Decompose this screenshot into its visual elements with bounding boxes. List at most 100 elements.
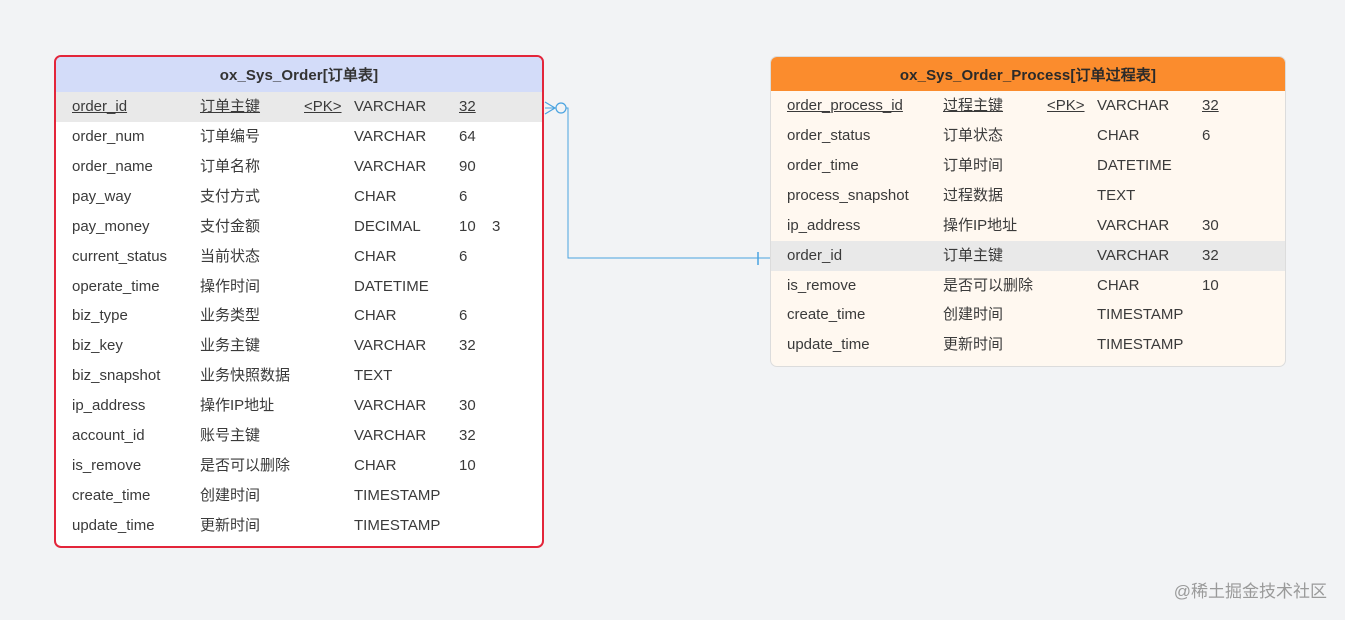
column-type: TIMESTAMP	[1097, 306, 1184, 324]
column-name: ip_address	[72, 397, 146, 415]
column-comment: 支付金额	[200, 217, 261, 235]
column-comment: 操作IP地址	[943, 216, 1018, 234]
column-name: order_id	[787, 246, 843, 264]
column-length: 6	[459, 187, 468, 205]
column-length: 64	[459, 127, 476, 145]
column-length: 10	[1202, 276, 1219, 294]
column-comment: 过程主键	[943, 97, 1004, 114]
column-name: operate_time	[72, 277, 160, 295]
entity-title[interactable]: ox_Sys_Order_Process[订单过程表]	[771, 57, 1285, 91]
entity-title[interactable]: ox_Sys_Order[订单表]	[56, 57, 542, 92]
column-length: 32	[1202, 246, 1219, 264]
column-type: TEXT	[354, 367, 393, 385]
column-name: biz_key	[72, 337, 123, 355]
column-type: VARCHAR	[354, 337, 427, 355]
column-row[interactable]: ip_address 操作IP地址 VARCHAR 30	[56, 391, 542, 421]
column-comment: 是否可以删除	[200, 457, 291, 475]
column-type: DATETIME	[354, 277, 429, 295]
column-row[interactable]: biz_snapshot 业务快照数据 TEXT	[56, 361, 542, 391]
column-type: TIMESTAMP	[354, 516, 441, 534]
column-row[interactable]: update_time 更新时间 TIMESTAMP	[771, 330, 1285, 360]
entity-ox-sys-order-process[interactable]: ox_Sys_Order_Process[订单过程表] order_proces…	[770, 56, 1286, 367]
column-name: order_id	[72, 98, 128, 115]
column-length: 30	[459, 397, 476, 415]
column-comment: 账号主键	[200, 427, 261, 445]
column-name: pay_way	[72, 187, 132, 205]
column-comment: 订单编号	[200, 127, 261, 145]
column-comment: 创建时间	[200, 486, 261, 504]
column-row[interactable]: process_snapshot 过程数据 TEXT	[771, 181, 1285, 211]
column-name: order_process_id	[787, 97, 903, 114]
column-name: account_id	[72, 427, 145, 445]
column-type: DECIMAL	[354, 217, 421, 235]
column-name: order_num	[72, 127, 145, 145]
column-type: CHAR	[354, 307, 397, 325]
column-comment: 更新时间	[943, 336, 1004, 354]
column-type: VARCHAR	[354, 427, 427, 445]
column-type: TIMESTAMP	[354, 486, 441, 504]
column-key: <PK>	[304, 98, 342, 115]
column-comment: 订单主键	[200, 98, 261, 115]
column-type: TIMESTAMP	[1097, 336, 1184, 354]
column-type: VARCHAR	[354, 98, 427, 115]
entity-ox-sys-order[interactable]: ox_Sys_Order[订单表] order_id 订单主键 <PK> VARCHA…	[54, 55, 544, 548]
column-length: 6	[1202, 126, 1211, 144]
column-comment: 支付方式	[200, 187, 261, 205]
column-comment: 过程数据	[943, 186, 1004, 204]
column-name: current_status	[72, 247, 168, 265]
column-type: VARCHAR	[1097, 216, 1170, 234]
column-comment: 业务快照数据	[200, 367, 291, 385]
column-comment: 操作时间	[200, 277, 261, 295]
column-type: VARCHAR	[1097, 97, 1170, 114]
column-type: DATETIME	[1097, 156, 1172, 174]
column-name: update_time	[72, 516, 155, 534]
column-comment: 更新时间	[200, 516, 261, 534]
column-comment: 操作IP地址	[200, 397, 275, 415]
column-name: update_time	[787, 336, 870, 354]
column-comment: 业务类型	[200, 307, 261, 325]
column-type: CHAR	[354, 247, 397, 265]
column-name: create_time	[787, 306, 866, 324]
crow-foot-zero-icon	[544, 101, 567, 115]
column-type: VARCHAR	[354, 397, 427, 415]
column-name: order_name	[72, 157, 153, 175]
column-type: CHAR	[354, 187, 397, 205]
column-length: 10	[459, 217, 476, 235]
column-row[interactable]: operate_time 操作时间 DATETIME	[56, 272, 542, 302]
column-name: biz_snapshot	[72, 367, 161, 385]
column-comment: 业务主键	[200, 337, 261, 355]
column-name: process_snapshot	[787, 186, 909, 204]
column-type: CHAR	[354, 457, 397, 475]
column-length: 10	[459, 457, 476, 475]
column-row[interactable]: pay_way 支付方式 CHAR 6	[56, 182, 542, 212]
watermark: @稀土掘金技术社区	[1173, 582, 1327, 601]
column-type: VARCHAR	[1097, 246, 1170, 264]
column-comment: 当前状态	[200, 247, 261, 265]
column-type: TEXT	[1097, 186, 1136, 204]
column-name: ip_address	[787, 216, 861, 234]
column-type: CHAR	[1097, 276, 1140, 294]
column-row[interactable]: update_time 更新时间 TIMESTAMP	[56, 511, 542, 541]
column-comment: 订单时间	[943, 156, 1004, 174]
relation-connector[interactable]	[545, 107, 770, 259]
